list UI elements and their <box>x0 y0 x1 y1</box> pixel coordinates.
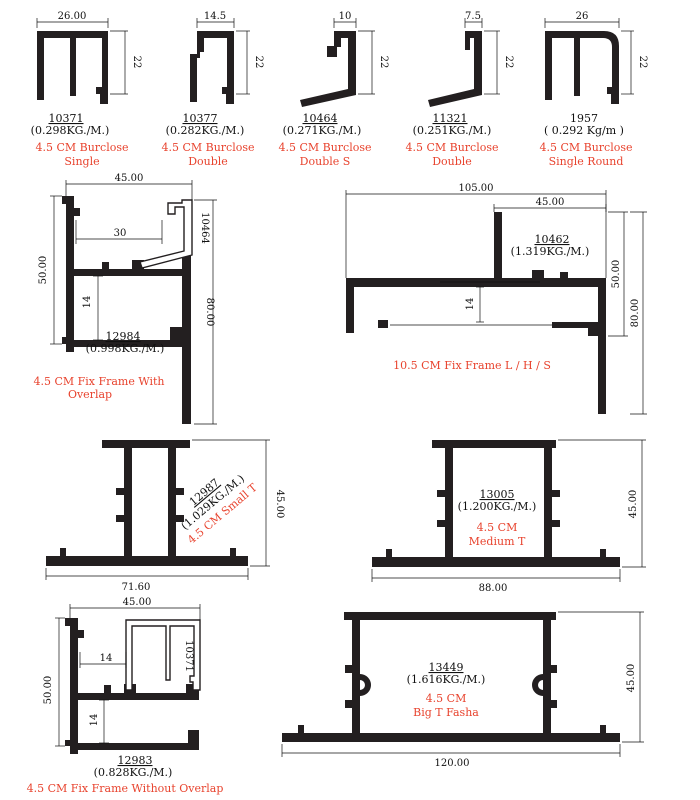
profile-code: 13005 <box>480 488 515 501</box>
height-dim: 45.00 <box>628 490 639 519</box>
profile-code: 10377 <box>183 112 218 125</box>
profile-caption-line2: Double S <box>300 155 351 168</box>
insert-10371-shape <box>125 619 201 691</box>
profile-caption-line2: Single <box>64 155 99 168</box>
width-dim: 120.00 <box>435 758 470 769</box>
profile-weight: (1.616KG./M.) <box>407 673 486 686</box>
profile-caption: 4.5 CM Burclose <box>539 141 632 154</box>
profile-caption: 4.5 CM Burclose <box>35 141 128 154</box>
height-dim: 22 <box>253 56 264 69</box>
profile-12984: 45.00 30 50.00 14 80.00 10464 12984 (0.9… <box>33 173 217 425</box>
width-dim: 14.5 <box>204 11 226 22</box>
profile-caption: 4.5 CM <box>477 521 518 534</box>
total-height-dim: 80.00 <box>204 298 215 327</box>
profile-weight: (0.998KG./M.) <box>86 342 165 355</box>
profile-12987-labels: 12987 (1.029KG./M.) 4.5 CM Small T <box>178 472 260 547</box>
profile-caption: 4.5 CM Fix Frame With <box>33 375 164 388</box>
profile-caption: 4.5 CM Fix Frame Without Overlap <box>27 782 224 795</box>
width-dim: 7.5 <box>465 11 481 22</box>
profile-13449: 120.00 45.00 13449 (1.616KG./M.) 4.5 CM … <box>281 611 644 769</box>
profile-code: 12984 <box>106 330 141 343</box>
height-dim: 22 <box>378 56 389 69</box>
profile-13005: 88.00 45.00 13005 (1.200KG./M.) 4.5 CM M… <box>371 439 646 594</box>
profile-weight: (0.271KG./M.) <box>283 124 362 137</box>
insert-code: 10464 <box>199 212 210 244</box>
insert-code: 10371 <box>183 640 194 672</box>
profile-weight: (1.319KG./M.) <box>511 245 590 258</box>
profile-caption: 4.5 CM Burclose <box>278 141 371 154</box>
profile-11321: 7.5 22 11321 (0.251KG./M.) 4.5 CM Burclo… <box>405 11 514 168</box>
profile-10464: 10 22 10464 (0.271KG./M.) 4.5 CM Burclos… <box>278 11 389 168</box>
height-dim: 50.00 <box>611 260 622 289</box>
profile-11321-shape <box>428 31 482 107</box>
height-dim: 45.00 <box>626 664 637 693</box>
profile-caption-line2: Medium T <box>469 535 526 548</box>
profile-weight: (0.298KG./M.) <box>31 124 110 137</box>
height-dim: 22 <box>131 56 142 69</box>
profile-12987: 71.60 45.00 12987 (1.029KG./M.) 4.5 CM S… <box>45 439 285 593</box>
height-dim: 45.00 <box>274 490 285 519</box>
inner-width-dim: 14 <box>100 653 113 664</box>
profile-code: 11321 <box>433 112 468 125</box>
height-dim: 50.00 <box>43 676 54 705</box>
gap-dim: 14 <box>465 298 476 311</box>
profile-12983: 45.00 14 50.00 14 10371 12983 (0.828KG./… <box>27 597 224 795</box>
profile-code: 12983 <box>118 754 153 767</box>
inner-width-dim: 30 <box>114 228 127 239</box>
profile-code: 10462 <box>535 233 570 246</box>
profile-weight: ( 0.292 Kg/m ) <box>544 124 624 137</box>
profile-code: 1957 <box>570 112 598 125</box>
width-dim: 88.00 <box>479 583 508 594</box>
inner-width-dim: 45.00 <box>536 197 565 208</box>
profile-10377-shape <box>190 31 234 104</box>
width-dim: 26 <box>576 11 589 22</box>
profile-10462: 105.00 45.00 50.00 80.00 14 10462 (1.319… <box>345 183 647 415</box>
width-dim: 45.00 <box>115 173 144 184</box>
profile-12984-shape <box>62 196 182 352</box>
profile-caption-line2: Single Round <box>549 155 624 168</box>
profile-caption: 4.5 CM <box>426 692 467 705</box>
profile-weight: (0.828KG./M.) <box>94 766 173 779</box>
profile-weight: (0.251KG./M.) <box>413 124 492 137</box>
width-dim: 45.00 <box>123 597 152 608</box>
gap-dim: 14 <box>89 714 100 727</box>
profile-10377: 14.5 22 10377 (0.282KG./M.) 4.5 CM Burcl… <box>161 11 264 168</box>
profile-10371: 26.00 22 10371 (0.298KG./M.) 4.5 CM Burc… <box>31 11 142 168</box>
profile-code: 10371 <box>49 112 84 125</box>
gap-dim: 14 <box>82 296 93 309</box>
profile-caption-line2: Double <box>188 155 228 168</box>
profile-1957: 26 22 1957 ( 0.292 Kg/m ) 4.5 CM Burclos… <box>539 11 648 168</box>
profile-code: 10464 <box>303 112 338 125</box>
profile-caption: 10.5 CM Fix Frame L / H / S <box>393 359 551 372</box>
profile-caption-line2: Overlap <box>68 388 112 401</box>
insert-10464-shape <box>139 199 193 269</box>
profile-weight: (1.200KG./M.) <box>458 500 537 513</box>
height-dim: 22 <box>503 56 514 69</box>
width-dim: 71.60 <box>122 582 151 593</box>
width-dim: 105.00 <box>459 183 494 194</box>
total-height-dim: 80.00 <box>630 299 641 328</box>
profile-caption-line2: Big T Fasha <box>413 706 479 719</box>
height-dim: 50.00 <box>38 256 49 285</box>
profile-10371-shape <box>37 31 108 104</box>
profile-caption-line2: Double <box>432 155 472 168</box>
profile-10464-shape <box>300 31 356 107</box>
width-dim: 26.00 <box>58 11 87 22</box>
profile-caption: 4.5 CM Burclose <box>161 141 254 154</box>
profile-weight: (0.282KG./M.) <box>166 124 245 137</box>
width-dim: 10 <box>339 11 352 22</box>
profile-code: 13449 <box>429 661 464 674</box>
profile-1957-shape <box>545 31 619 104</box>
height-dim: 22 <box>637 56 648 69</box>
profile-caption: 4.5 CM Burclose <box>405 141 498 154</box>
